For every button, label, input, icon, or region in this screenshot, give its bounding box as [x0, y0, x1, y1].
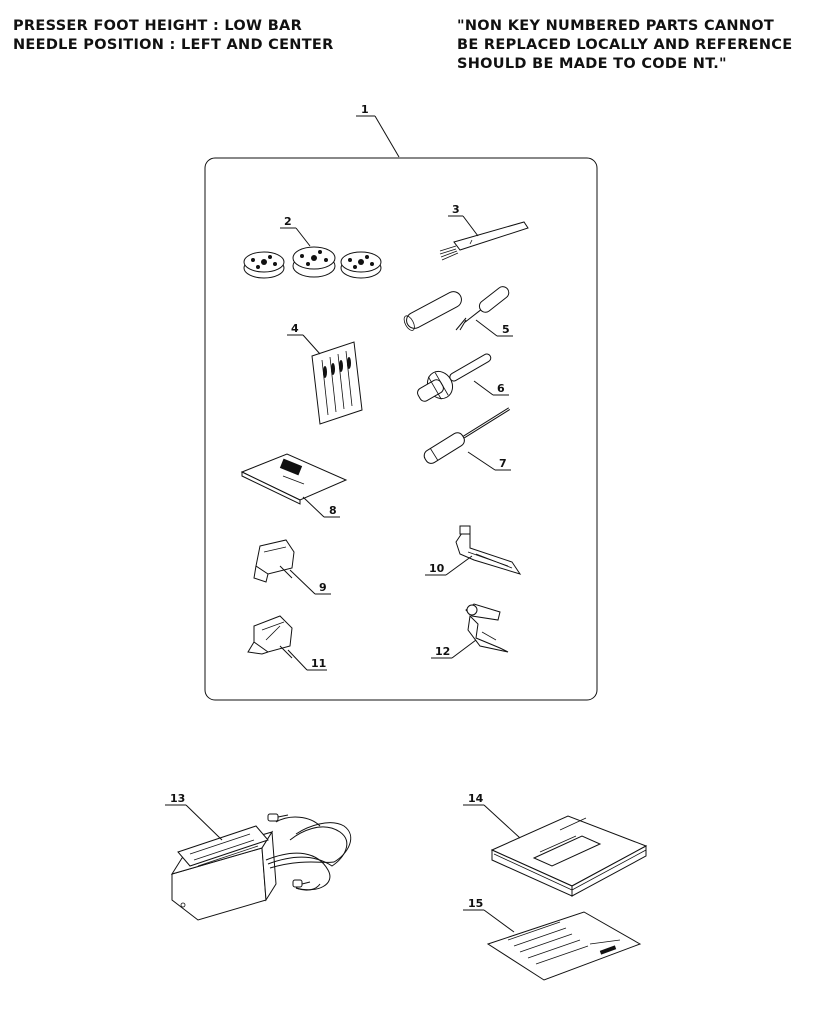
leader-1b [374, 115, 400, 158]
callout-15: 15 [468, 897, 483, 910]
needle-position-note: NEEDLE POSITION : LEFT AND CENTER [13, 37, 334, 53]
leader-4b [302, 334, 321, 355]
needle-plate-icon [240, 453, 348, 505]
replacement-note-line-2: BE REPLACED LOCALLY AND REFERENCE [457, 37, 793, 53]
leader-15b [483, 909, 515, 933]
callout-4: 4 [291, 322, 299, 335]
replacement-note-line-3: SHOULD BE MADE TO CODE NT." [457, 56, 727, 72]
callout-9: 9 [319, 581, 327, 594]
specification-note: PRESSER FOOT HEIGHT : LOW BAR NEEDLE POS… [13, 17, 334, 55]
screwdriver-icon [423, 407, 511, 464]
seam-ripper-icon [403, 286, 510, 331]
presser-foot-icon [455, 525, 522, 575]
screwdriver-icon [417, 353, 492, 402]
leader-5b [475, 319, 498, 337]
parts-sheet-icon [486, 911, 642, 981]
leader-13b [185, 804, 223, 841]
leader-2b [295, 227, 311, 247]
accessory-kit-frame [204, 157, 598, 701]
leader-6b [473, 380, 494, 396]
leader-14b [483, 804, 521, 839]
leader-11b [287, 649, 308, 671]
accessory-kit: 1 [204, 103, 598, 701]
needle-pack-icon [311, 341, 363, 425]
foot-controller-icon [170, 813, 352, 921]
instruction-book-icon [490, 815, 648, 897]
callout-7: 7 [499, 457, 507, 470]
leader-7b [467, 451, 496, 471]
bobbin-icon [243, 246, 382, 279]
leader-10b [445, 555, 473, 576]
callout-13: 13 [170, 792, 185, 805]
lint-brush-icon [439, 221, 529, 261]
presser-foot-icon [247, 615, 293, 659]
leader-12b [451, 639, 477, 659]
presser-foot-icon [253, 539, 295, 583]
leader-3b [462, 215, 479, 237]
callout-8: 8 [329, 504, 337, 517]
replacement-note-line-1: "NON KEY NUMBERED PARTS CANNOT [457, 18, 775, 34]
callout-14: 14 [468, 792, 484, 805]
callout-12: 12 [435, 645, 450, 658]
callout-5: 5 [502, 323, 510, 336]
leader-8b [302, 496, 325, 518]
replacement-note: "NON KEY NUMBERED PARTS CANNOT BE REPLAC… [457, 17, 792, 74]
callout-1: 1 [361, 103, 369, 116]
callout-2: 2 [284, 215, 292, 228]
presser-foot-height-note: PRESSER FOOT HEIGHT : LOW BAR [13, 18, 303, 34]
callout-10: 10 [429, 562, 445, 575]
callout-6: 6 [497, 382, 505, 395]
callout-11: 11 [311, 657, 326, 670]
callout-3: 3 [452, 203, 460, 216]
leader-9b [289, 569, 316, 595]
presser-foot-icon [465, 603, 509, 653]
